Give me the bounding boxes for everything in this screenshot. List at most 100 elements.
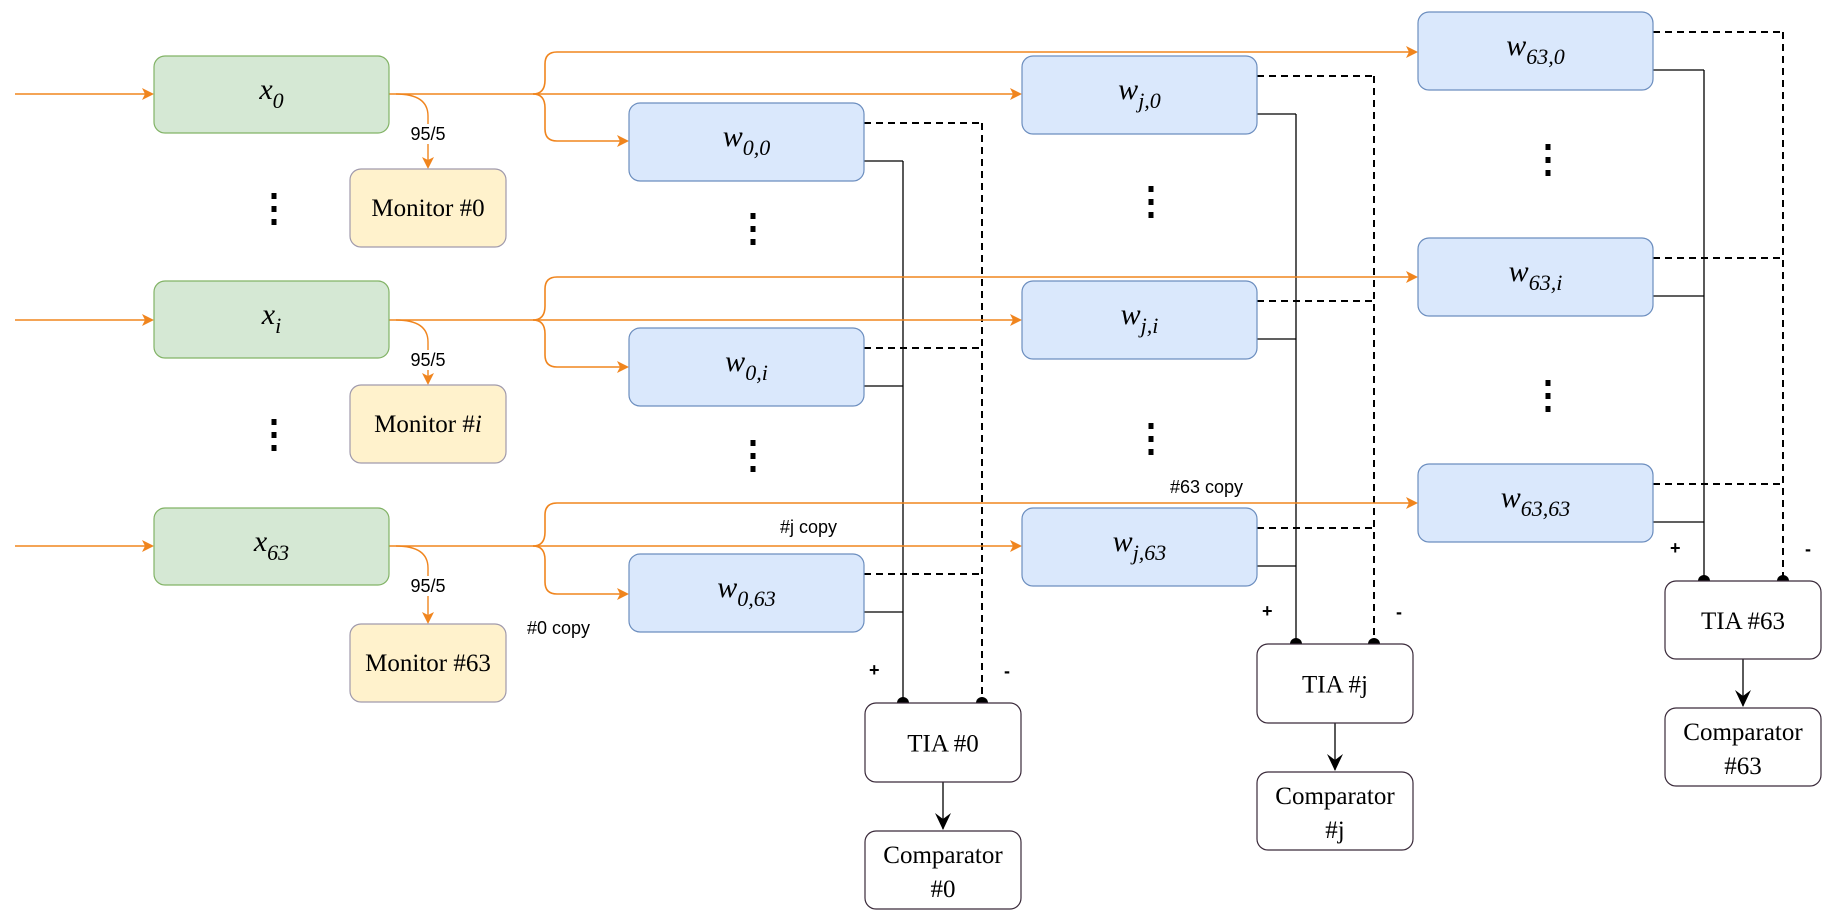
weight-box[interactable] — [1417, 463, 1654, 543]
monitor-index: 0 — [472, 195, 485, 222]
tia-box[interactable] — [864, 702, 1022, 783]
weight-node-j-0[interactable]: wj,0 — [1021, 55, 1258, 135]
weight-node-63-0[interactable]: w63,0 — [1417, 11, 1654, 91]
minus-sign: - — [1396, 602, 1402, 622]
branch-to-col63-x0 — [532, 46, 1418, 95]
weight-box[interactable] — [628, 327, 865, 407]
split-ratio-label: 95/5 — [410, 576, 445, 596]
weight-label-var: w — [717, 571, 737, 604]
weight-label: w0,i — [725, 345, 768, 385]
comparator-col-63[interactable]: Comparator #63 — [1664, 707, 1822, 787]
arrow-down-icon — [1735, 690, 1751, 707]
comparator-label-line2: #63 — [1724, 753, 1762, 780]
weight-box[interactable] — [1417, 237, 1654, 317]
weight-box[interactable] — [628, 102, 865, 182]
split-ratio-label: 95/5 — [410, 350, 445, 370]
weight-box[interactable] — [1021, 280, 1258, 360]
tia-col-63[interactable]: TIA #63 — [1664, 580, 1822, 660]
tia-label: TIA #j — [1302, 672, 1368, 699]
ellipsis-dot — [1545, 144, 1551, 150]
weight-box[interactable] — [1021, 507, 1258, 587]
plus-sign: + — [1262, 601, 1273, 621]
input-node-x0[interactable]: x0 — [153, 55, 390, 134]
tia-col-j[interactable]: TIA #j — [1256, 643, 1414, 724]
minus-sign: - — [1004, 661, 1010, 681]
monitor-prefix: Monitor # — [365, 650, 466, 677]
comparator-col-0[interactable]: Comparator#0 — [864, 830, 1022, 910]
split-ratio-label: 95/5 — [410, 124, 445, 144]
copy-label-63: #63 copy — [1170, 477, 1243, 497]
input-box-xi[interactable] — [153, 280, 390, 359]
comparator-col-j[interactable]: Comparator#j — [1256, 771, 1414, 851]
weight-label: wj,0 — [1118, 73, 1161, 113]
weight-label-subscript: 63,0 — [1526, 44, 1565, 69]
monitor-63[interactable]: Monitor #63 — [349, 623, 507, 703]
input-box-x0[interactable] — [153, 55, 390, 134]
input-label-xi-subscript: i — [275, 313, 281, 338]
weight-label: w0,63 — [717, 571, 776, 611]
weight-label-subscript: 0,0 — [743, 135, 771, 160]
comparator-label-line1: Comparator — [1683, 719, 1803, 746]
monitor-63-label: Monitor #63 — [365, 650, 491, 677]
ellipsis-dot — [1148, 212, 1154, 218]
comparator-box[interactable] — [1256, 771, 1414, 851]
branch-to-col63-xi — [532, 271, 1418, 321]
ellipsis-dot — [750, 239, 756, 245]
weight-label: wj,63 — [1113, 525, 1167, 565]
weight-node-j-63[interactable]: wj,63 — [1021, 507, 1258, 587]
vertical-ellipsis-icon — [271, 193, 277, 225]
weight-node-j-i[interactable]: wj,i — [1021, 280, 1258, 360]
vertical-ellipsis-icon — [1545, 144, 1551, 176]
weight-node-0-i[interactable]: w0,i — [628, 327, 865, 407]
ellipsis-dot — [1545, 170, 1551, 176]
monitor-i-box[interactable] — [349, 384, 507, 464]
tia-box[interactable] — [1664, 580, 1822, 660]
input-box-x63[interactable] — [153, 507, 390, 586]
weight-label-var: w — [1506, 29, 1526, 62]
ellipsis-dot — [1148, 449, 1154, 455]
weight-box[interactable] — [628, 553, 865, 633]
monitor-prefix: Monitor # — [371, 195, 472, 222]
weight-label-subscript: 0,63 — [737, 586, 776, 611]
weight-label-var: w — [1121, 298, 1141, 331]
tia-box[interactable] — [1256, 643, 1414, 724]
weight-label: wj,i — [1121, 298, 1159, 338]
weight-label-subscript: j,i — [1138, 313, 1159, 338]
ellipsis-dot — [750, 466, 756, 472]
weight-label-var: w — [1501, 481, 1521, 514]
weight-box[interactable] — [1417, 11, 1654, 91]
ellipsis-dot — [271, 445, 277, 451]
comparator-label-line2: #j — [1325, 817, 1344, 844]
ellipsis-dot — [750, 226, 756, 232]
monitor-0[interactable]: Monitor #0 — [349, 168, 507, 248]
monitor-i[interactable]: Monitor #i — [349, 384, 507, 464]
ellipsis-dot — [750, 440, 756, 446]
weight-node-63-63[interactable]: w63,63 — [1417, 463, 1654, 543]
weight-box[interactable] — [1021, 55, 1258, 135]
tia-col-0[interactable]: TIA #0 — [864, 702, 1022, 783]
input-label-xi-var: x — [261, 298, 276, 331]
vertical-ellipsis-icon — [1148, 186, 1154, 218]
input-node-xi[interactable]: xi — [153, 280, 390, 359]
weight-node-63-i[interactable]: w63,i — [1417, 237, 1654, 317]
monitor-0-box[interactable] — [349, 168, 507, 248]
input-label-x0-var: x — [258, 73, 273, 106]
tia-label: TIA #63 — [1701, 608, 1785, 635]
comparator-box[interactable] — [1664, 707, 1822, 787]
weight-label: w63,i — [1509, 255, 1563, 295]
input-node-x63[interactable]: x63 — [153, 507, 390, 586]
arrow-down-icon — [935, 813, 951, 830]
monitor-63-box[interactable] — [349, 623, 507, 703]
monitor-tap-x63 — [395, 545, 434, 624]
label-layer: #0 copy #j copy #63 copy 95/595/595/5+-+… — [271, 124, 1811, 681]
monitor-0-label: Monitor #0 — [371, 195, 484, 222]
weight-node-0-0[interactable]: w0,0 — [628, 102, 865, 182]
input-label-xi: xi — [261, 298, 281, 338]
ellipsis-dot — [1148, 186, 1154, 192]
arrow-down-icon — [1327, 754, 1343, 771]
comparator-box[interactable] — [864, 830, 1022, 910]
ellipsis-dot — [750, 213, 756, 219]
vertical-ellipsis-icon — [1148, 423, 1154, 455]
weight-node-0-63[interactable]: w0,63 — [628, 553, 865, 633]
